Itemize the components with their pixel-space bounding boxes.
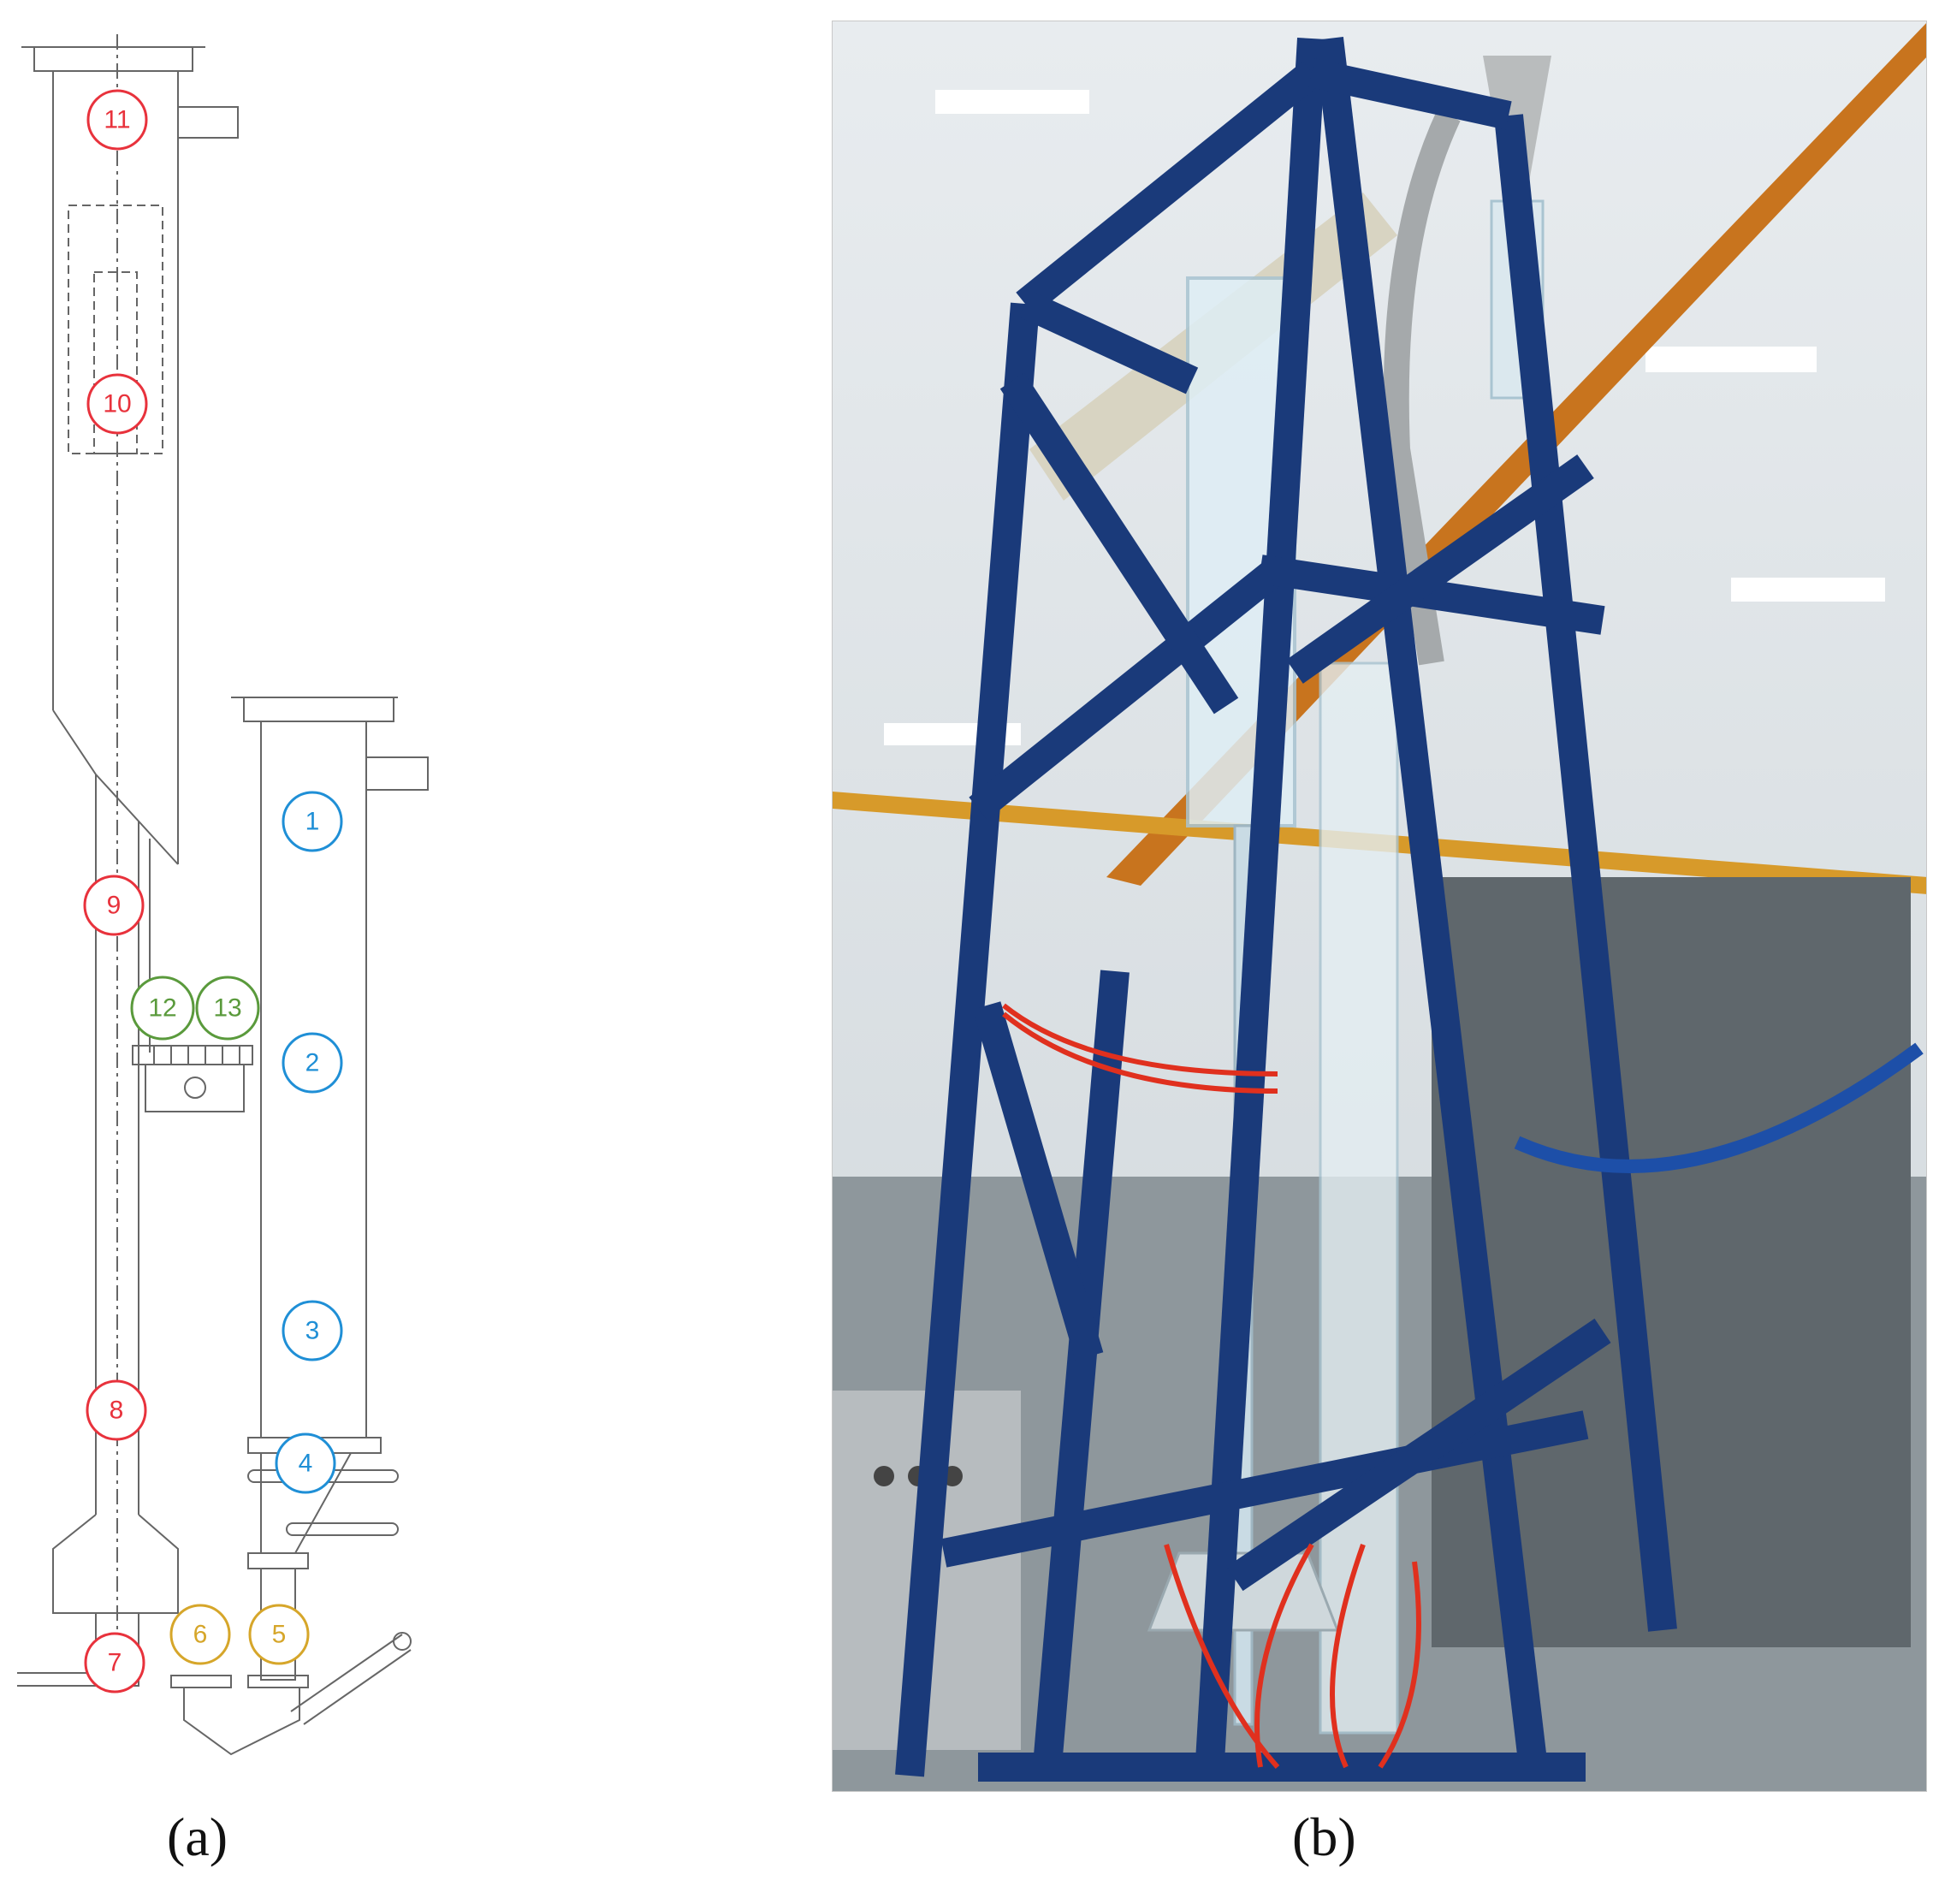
frame-beam bbox=[1258, 555, 1605, 635]
red-hose bbox=[1002, 1003, 1278, 1077]
marker-12-label: 12 bbox=[148, 994, 176, 1023]
frame-brace bbox=[972, 1001, 1104, 1361]
frame-beam bbox=[1016, 61, 1321, 316]
panel-label-b: (b) bbox=[1292, 1806, 1356, 1867]
marker-group-red: 11 10 9 8 7 bbox=[83, 89, 148, 1693]
bottom-flange-left bbox=[170, 1675, 232, 1688]
schematic-lines bbox=[17, 34, 429, 1756]
marker-group-gold: 6 5 bbox=[169, 1604, 310, 1665]
red-hoses bbox=[1002, 1003, 1421, 1769]
acrylic-downcomer-column bbox=[1319, 661, 1399, 1735]
marker-8 bbox=[86, 1379, 147, 1441]
marker-11-label: 11 bbox=[104, 106, 130, 134]
ceiling-light bbox=[1731, 578, 1885, 602]
marker-group-green: 12 13 bbox=[130, 976, 260, 1041]
left-taper bbox=[52, 709, 97, 775]
frame-beam bbox=[940, 1410, 1589, 1568]
red-hose bbox=[1330, 1544, 1366, 1769]
red-hose bbox=[1002, 1011, 1278, 1094]
marker-6 bbox=[169, 1604, 231, 1665]
marker-1 bbox=[282, 791, 343, 852]
panel-label-a: (a) bbox=[167, 1806, 228, 1867]
frame-post bbox=[895, 302, 1040, 1777]
bottom-distributor bbox=[183, 1688, 300, 1756]
left-taper-inner bbox=[95, 774, 179, 865]
inner-tube-dashed bbox=[93, 271, 138, 454]
marker-9-label: 9 bbox=[107, 892, 122, 920]
frame-beam bbox=[1018, 290, 1199, 394]
marker-1-label: 1 bbox=[305, 808, 320, 836]
red-hose bbox=[1378, 1561, 1421, 1769]
ceiling-light bbox=[1645, 347, 1817, 372]
inner-cyclone-dashed bbox=[68, 205, 163, 454]
marker-8-label: 8 bbox=[110, 1397, 124, 1425]
marker-2-label: 2 bbox=[305, 1049, 320, 1077]
apparatus-photo bbox=[832, 21, 1927, 1792]
bottom-outlet-pipe bbox=[290, 1634, 403, 1712]
marker-10-label: 10 bbox=[103, 390, 131, 418]
frame-brace bbox=[1286, 454, 1594, 684]
frame-brace bbox=[999, 372, 1239, 715]
marker-13 bbox=[195, 976, 260, 1041]
left-top-flange-plate bbox=[33, 46, 193, 72]
frame-beam bbox=[1308, 58, 1512, 130]
ceiling-light bbox=[935, 90, 1089, 114]
marker-12 bbox=[130, 976, 195, 1041]
valve-icon bbox=[184, 1077, 206, 1099]
bottom-flange-right bbox=[247, 1675, 309, 1688]
right-top-flange-plate bbox=[243, 697, 394, 722]
frame-post bbox=[1314, 37, 1549, 1777]
schematic-drawing: 11 10 9 8 7 1 2 3 4 12 13 6 5 bbox=[17, 34, 429, 1756]
marker-3-label: 3 bbox=[305, 1317, 320, 1345]
apparatus-photo-illustration bbox=[833, 21, 1926, 1791]
marker-3 bbox=[282, 1300, 343, 1361]
bottom-outlet-pipe-2 bbox=[303, 1649, 412, 1725]
frame-post bbox=[1494, 114, 1677, 1632]
right-side-outlet bbox=[365, 756, 429, 791]
marker-6-label: 6 bbox=[193, 1621, 208, 1649]
red-hose bbox=[1254, 1543, 1314, 1768]
marker-4-label: 4 bbox=[299, 1450, 313, 1478]
marker-11 bbox=[86, 89, 148, 151]
right-side-pipe-2 bbox=[286, 1522, 399, 1536]
marker-7 bbox=[84, 1632, 145, 1693]
frame-brace bbox=[1226, 1318, 1611, 1592]
marker-group-blue: 1 2 3 4 bbox=[275, 791, 343, 1494]
marker-2 bbox=[282, 1032, 343, 1094]
marker-10 bbox=[86, 373, 148, 435]
riser-base-hood bbox=[52, 1514, 179, 1614]
frame-post bbox=[1032, 970, 1130, 1777]
frame-beam bbox=[969, 557, 1287, 821]
blue-steel-frame bbox=[895, 37, 1677, 1782]
marker-7-label: 7 bbox=[108, 1649, 122, 1677]
grey-return-pipe bbox=[1383, 110, 1461, 666]
marker-13-label: 13 bbox=[213, 994, 241, 1023]
right-bottom-flange bbox=[247, 1552, 309, 1569]
marker-5 bbox=[248, 1604, 310, 1665]
outlet-pipe-end bbox=[393, 1632, 412, 1651]
blue-hose bbox=[1514, 1042, 1924, 1173]
marker-4 bbox=[275, 1432, 336, 1494]
loop-seal-body bbox=[145, 1064, 245, 1112]
marker-5-label: 5 bbox=[272, 1621, 287, 1649]
left-side-outlet bbox=[177, 106, 239, 139]
marker-9 bbox=[83, 875, 145, 936]
panel-button bbox=[874, 1466, 894, 1486]
